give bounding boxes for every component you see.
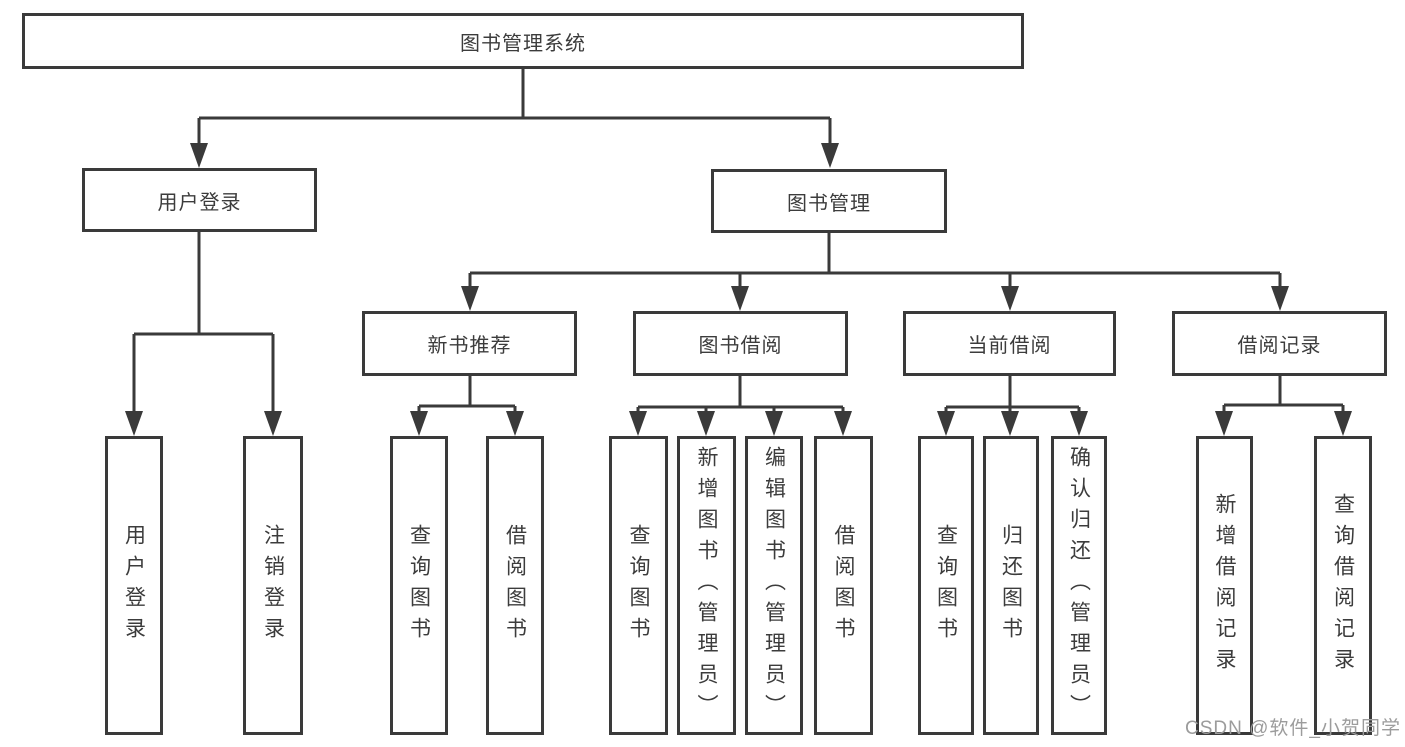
node-book-borrowing: 图书借阅: [633, 311, 848, 376]
leaf-nbr-borrow-books: 借阅图书: [486, 436, 544, 735]
leaf-bb-borrow-books: 借阅图书: [814, 436, 873, 735]
node-borrowing-records: 借阅记录: [1172, 311, 1387, 376]
node-user-login: 用户登录: [82, 168, 317, 232]
leaf-bb-add-books-admin: 新增图书（管理员）: [677, 436, 736, 735]
leaf-logout-login: 注销登录: [243, 436, 303, 735]
leaf-bb-edit-books-admin: 编辑图书（管理员）: [745, 436, 803, 735]
leaf-cb-confirm-return-admin: 确认归还（管理员）: [1051, 436, 1107, 735]
leaf-br-query-borrow-record: 查询借阅记录: [1314, 436, 1372, 735]
arrowheads: [125, 143, 1352, 436]
leaf-cb-return-books: 归还图书: [983, 436, 1039, 735]
csdn-watermark: CSDN @软件_小贺同学: [1185, 718, 1401, 739]
node-root: 图书管理系统: [22, 13, 1024, 69]
leaf-user-login: 用户登录: [105, 436, 163, 735]
node-book-management: 图书管理: [711, 169, 947, 233]
leaf-cb-query-books: 查询图书: [918, 436, 974, 735]
leaf-nbr-query-books: 查询图书: [390, 436, 448, 735]
leaf-br-add-borrow-record: 新增借阅记录: [1196, 436, 1253, 735]
node-new-book-recommendation: 新书推荐: [362, 311, 577, 376]
node-current-borrowing: 当前借阅: [903, 311, 1116, 376]
leaf-bb-query-books: 查询图书: [609, 436, 668, 735]
